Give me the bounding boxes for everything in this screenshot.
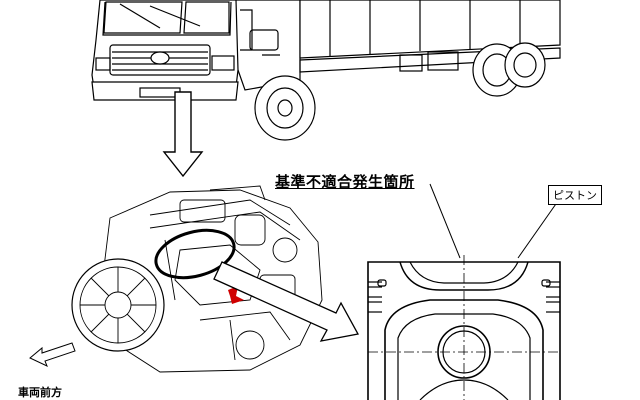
vehicle-front-label: 車両前方 — [18, 386, 62, 399]
piston-label: ピストン — [548, 185, 602, 205]
piston-cross-section — [367, 255, 561, 400]
defect-leader-line — [429, 183, 461, 259]
vehicle-front-arrow — [29, 342, 76, 367]
defect-location-label: 基準不適合発生箇所 — [275, 173, 415, 191]
down-arrow — [162, 91, 204, 178]
truck-illustration — [91, 0, 561, 141]
red-marker — [228, 286, 244, 304]
connector-arrow — [213, 261, 360, 342]
engine-illustration — [71, 185, 323, 373]
piston-leader-line — [517, 200, 559, 259]
defect-highlight-ellipse — [154, 228, 236, 280]
